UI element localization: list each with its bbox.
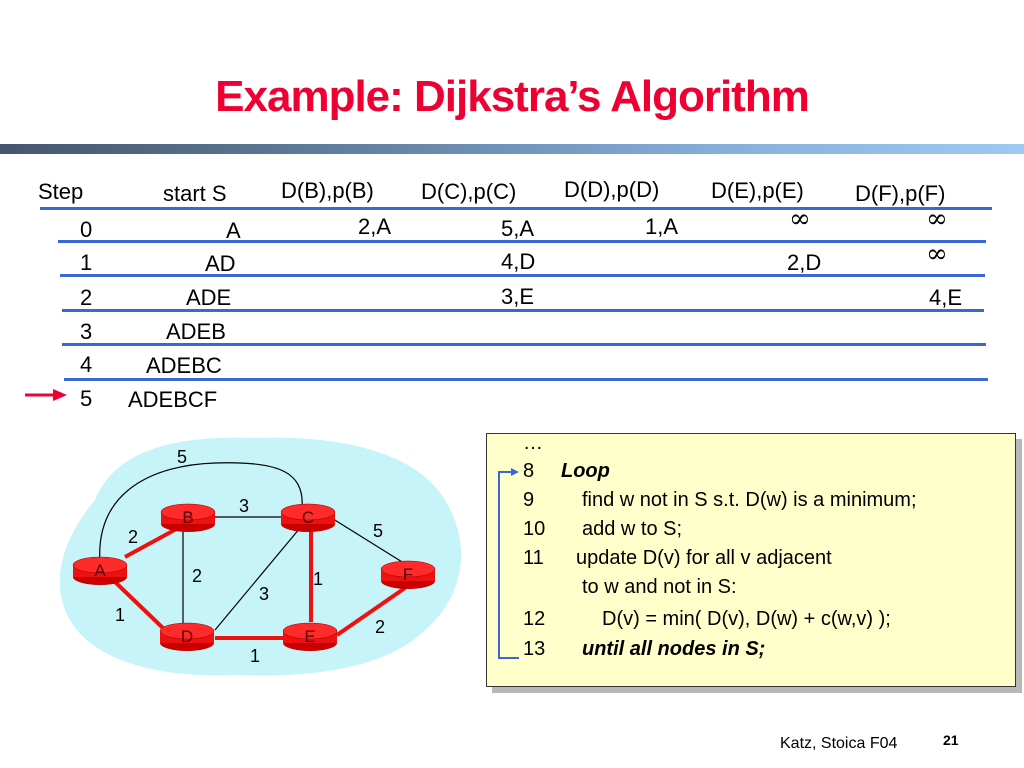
code-line-text: find w not in S s.t. D(w) is a minimum; <box>582 489 917 511</box>
svg-text:B: B <box>182 508 193 527</box>
set-cell: A <box>226 218 241 243</box>
node-a: A <box>72 556 128 585</box>
arrow-right-icon <box>25 389 67 401</box>
df-cell: 4,E <box>929 285 963 310</box>
step-cell: 2 <box>80 285 93 310</box>
table-rule <box>64 378 988 381</box>
svg-text:1: 1 <box>313 569 323 589</box>
svg-text:F: F <box>403 565 413 584</box>
step-cell: 5 <box>80 386 93 411</box>
code-line-text: to w and not in S: <box>582 576 737 598</box>
svg-text:1: 1 <box>115 605 125 625</box>
svg-text:2: 2 <box>128 527 138 547</box>
svg-text:E: E <box>304 627 315 646</box>
edge-c-f <box>329 516 408 566</box>
dc-cell: 5,A <box>501 216 535 241</box>
set-cell: ADEBC <box>146 353 222 378</box>
svg-text:5: 5 <box>177 447 187 467</box>
svg-text:1: 1 <box>250 646 260 666</box>
dc-cell: 3,E <box>501 284 535 309</box>
node-c: C <box>280 503 336 532</box>
step-cell: 4 <box>80 352 93 377</box>
node-e: E <box>282 622 338 651</box>
dc-cell: 4,D <box>501 249 536 274</box>
code-line-num: 13 <box>523 638 546 660</box>
code-line-num: 10 <box>523 518 546 540</box>
header-df: D(F),p(F) <box>855 181 946 206</box>
de-cell: ∞ <box>789 204 811 234</box>
header-dd: D(D),p(D) <box>564 177 660 202</box>
table-rule <box>58 240 986 243</box>
set-cell: ADEBCF <box>128 387 218 412</box>
svg-text:2: 2 <box>192 566 202 586</box>
header-de: D(E),p(E) <box>711 178 804 203</box>
network-graph: B C A F D E 5 3 2 2 3 1 5 1 1 2 <box>59 437 462 676</box>
edge-a-c <box>99 462 303 564</box>
step-cell: 3 <box>80 319 93 344</box>
title-divider-bar <box>0 144 1024 154</box>
svg-text:2: 2 <box>375 617 385 637</box>
step-cell: 0 <box>80 217 93 242</box>
dd-cell: 1,A <box>645 214 679 239</box>
code-line-text: D(v) = min( D(v), D(w) + c(w,v) ); <box>602 608 891 630</box>
loop-arrow-icon <box>498 468 519 659</box>
page-number: 21 <box>943 732 959 748</box>
table-rule <box>62 309 984 312</box>
svg-text:D: D <box>181 627 193 646</box>
svg-text:C: C <box>302 508 314 527</box>
edge-costs: 5 3 2 2 3 1 5 1 1 2 <box>115 447 385 666</box>
edge-a-b <box>124 525 181 559</box>
df-cell: ∞ <box>926 204 948 234</box>
header-start-s: start S <box>163 181 227 206</box>
edge-a-d <box>111 578 167 632</box>
node-d: D <box>159 622 215 651</box>
svg-text:3: 3 <box>239 496 249 516</box>
header-step: Step <box>38 179 84 204</box>
code-line-num: 9 <box>523 489 535 511</box>
code-line-num: 12 <box>523 608 546 630</box>
edge-c-d <box>214 521 306 631</box>
df-cell: ∞ <box>926 239 948 269</box>
slide-title: Example: Dijkstra’s Algorithm <box>215 72 810 121</box>
set-cell: AD <box>205 251 236 276</box>
code-line-text: until all nodes in S; <box>582 638 766 660</box>
node-b: B <box>160 503 216 532</box>
code-line-num: 11 <box>523 547 544 569</box>
set-cell: ADEB <box>166 319 226 344</box>
edge-e-f <box>335 586 407 637</box>
svg-text:5: 5 <box>373 521 383 541</box>
network-cloud <box>59 437 462 676</box>
code-line-text: Loop <box>561 460 610 482</box>
table-rule <box>40 207 992 210</box>
node-f: F <box>380 560 436 589</box>
code-line-text: update D(v) for all v adjacent <box>576 547 832 569</box>
header-db: D(B),p(B) <box>281 178 374 203</box>
footer-authors: Katz, Stoica F04 <box>780 735 898 752</box>
svg-text:3: 3 <box>259 584 269 604</box>
table-rule <box>60 274 985 277</box>
header-dc: D(C),p(C) <box>421 179 517 204</box>
table-rule <box>62 343 986 346</box>
svg-text:A: A <box>94 561 106 580</box>
pseudocode-box: … 8 Loop 9 find w not in S s.t. D(w) is … <box>486 432 1016 687</box>
code-ellipsis: … <box>523 432 543 454</box>
code-line-text: add w to S; <box>582 518 683 540</box>
db-cell: 2,A <box>358 214 392 239</box>
code-line-num: 8 <box>523 460 535 482</box>
de-cell: 2,D <box>787 250 822 275</box>
step-cell: 1 <box>80 250 93 275</box>
set-cell: ADE <box>186 285 232 310</box>
